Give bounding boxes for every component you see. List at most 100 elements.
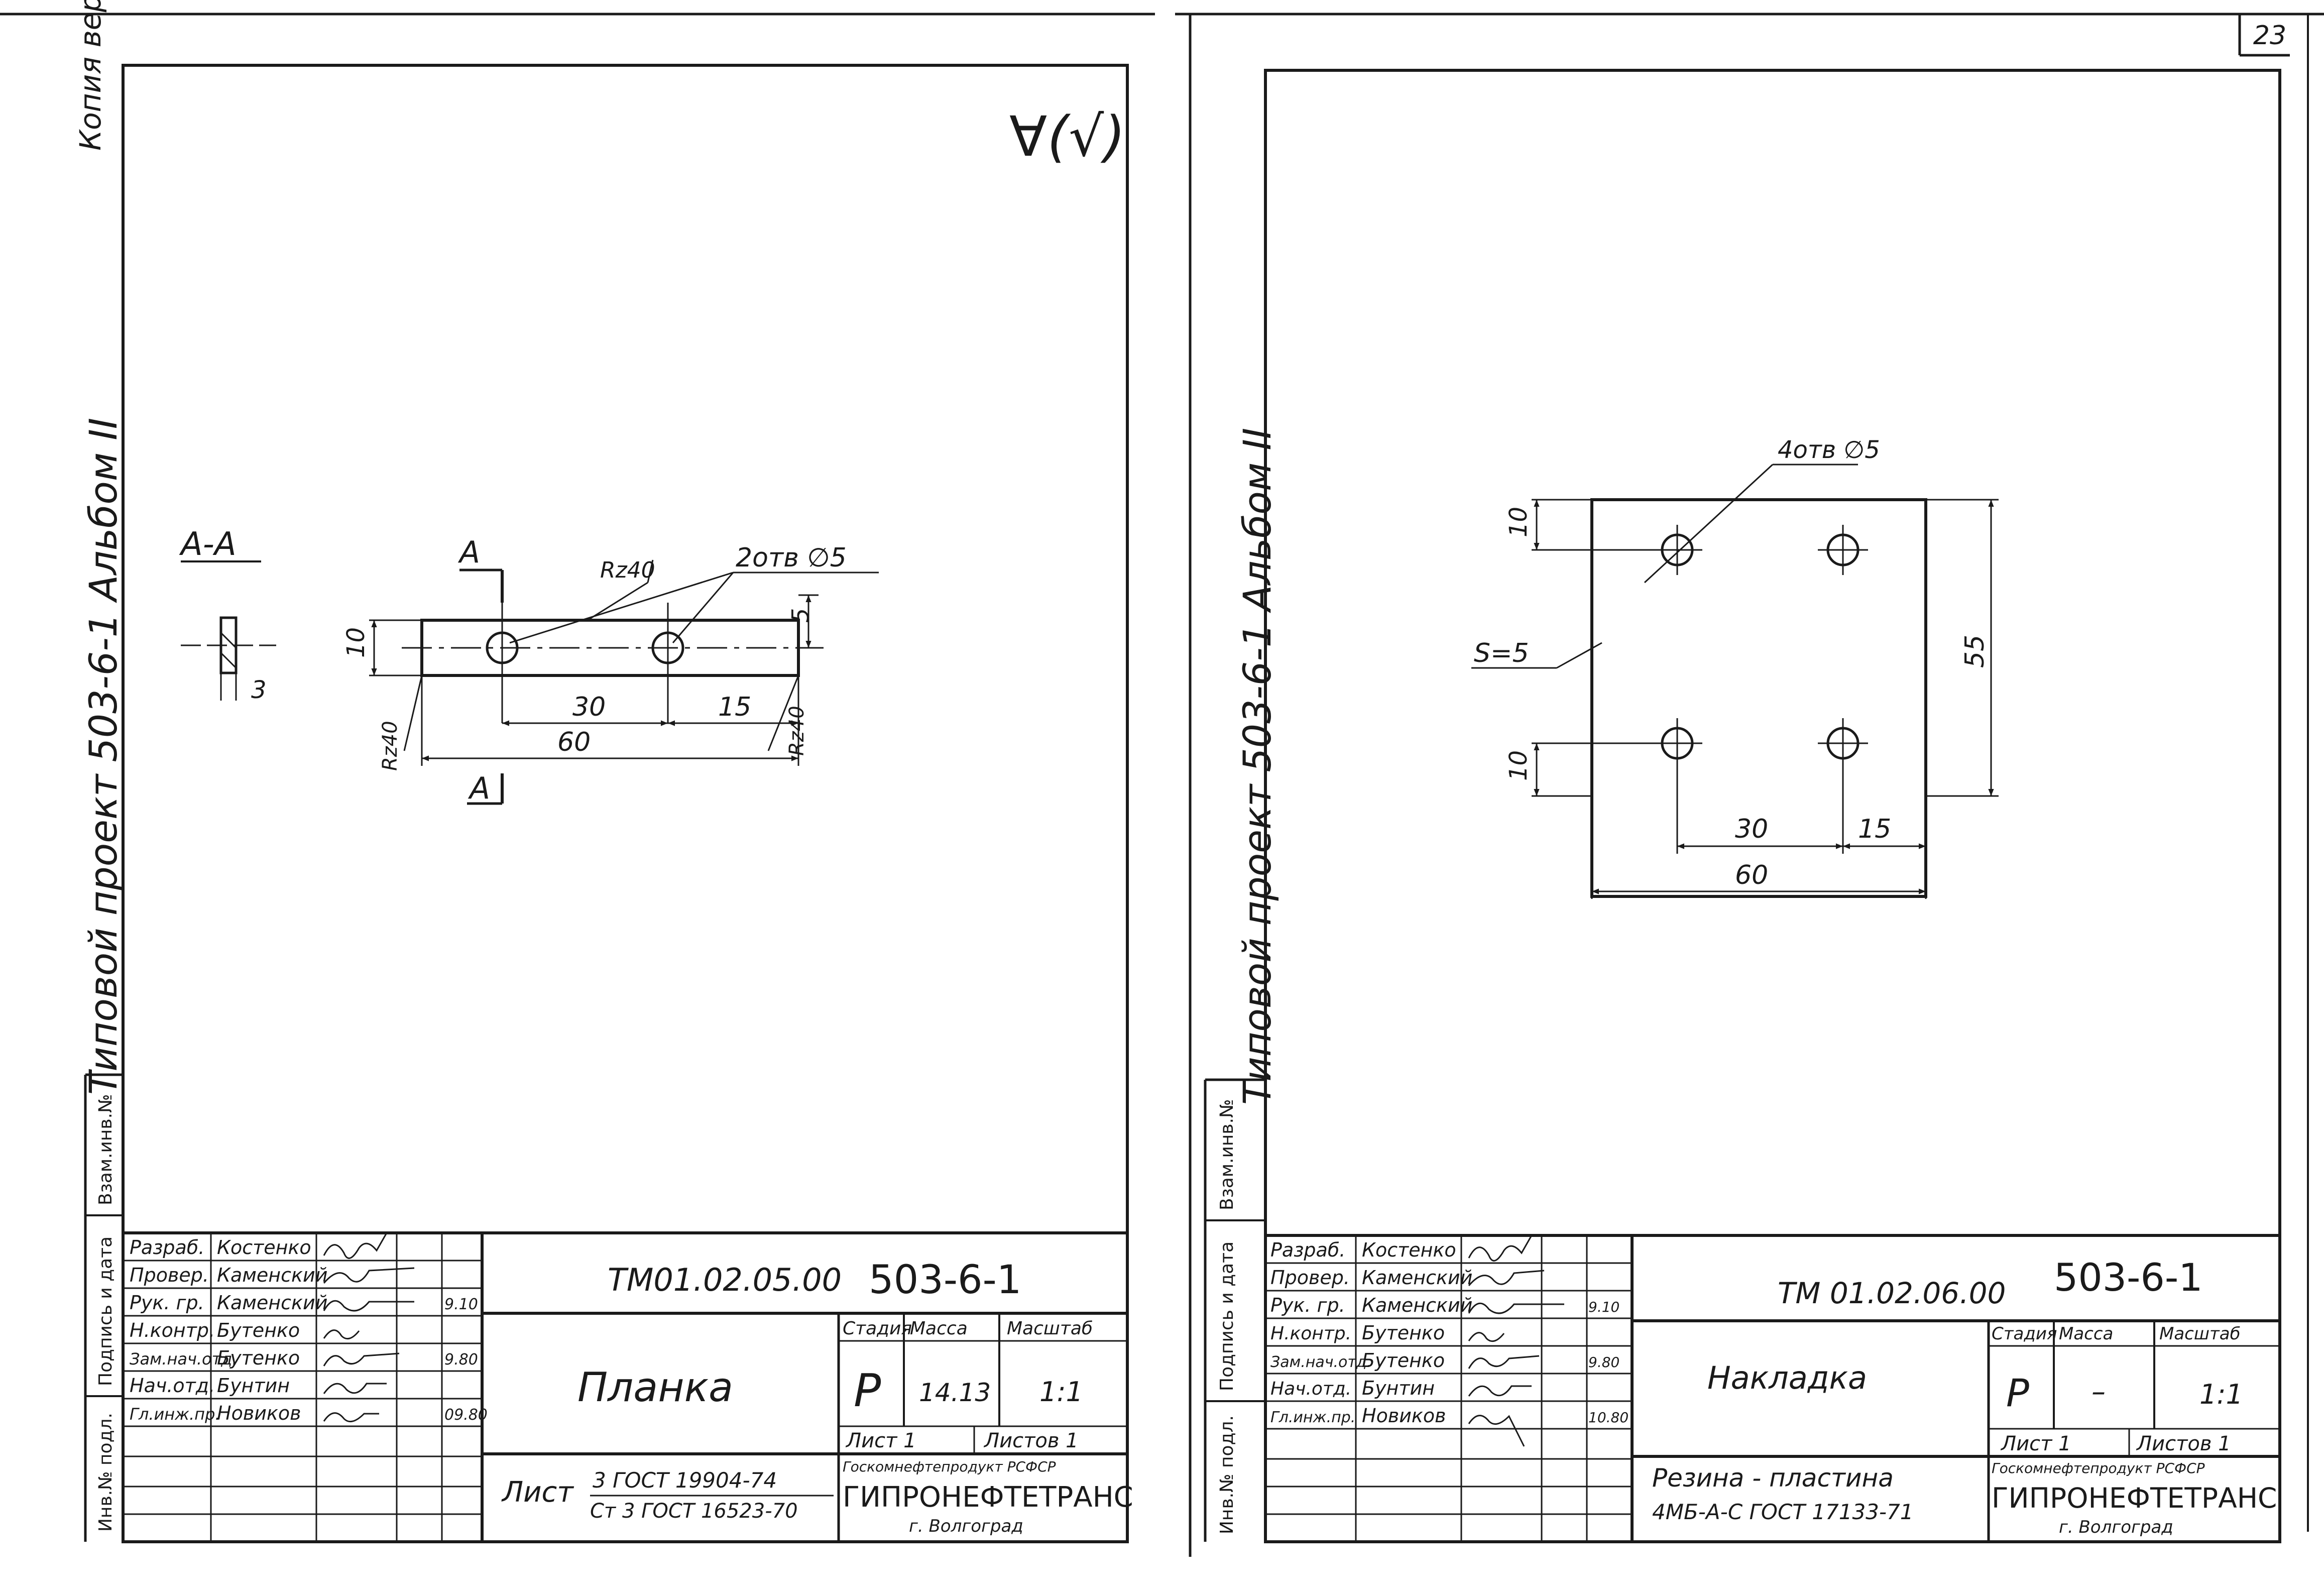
- stamp-cell-sign-r: Подпись и дата: [1217, 1241, 1237, 1391]
- stage-header-r: Стадия: [1992, 1324, 2057, 1344]
- stamp-cell-replace: Взам.инв.№: [95, 1094, 116, 1205]
- stage-value-r: Р: [2006, 1371, 2029, 1415]
- scale-value-r: 1:1: [2199, 1379, 2243, 1410]
- project-label: Типовой проект 503-6-1 Альбом II: [81, 418, 126, 1095]
- right-margin-strip: Типовой проект 503-6-1 Альбом II Взам.ин…: [1204, 428, 1280, 1542]
- project-code: 503-6-1: [869, 1258, 1021, 1303]
- stamp-cell-inv-r: Инв.№ подл.: [1217, 1415, 1237, 1534]
- org-city-r: г. Волгоград: [2059, 1517, 2173, 1537]
- role-4: Зам.нач.отд.: [130, 1349, 238, 1369]
- callout-4holes: 4отв ∅5: [1778, 436, 1880, 464]
- role-r3: Н.контр.: [1270, 1323, 1351, 1344]
- name-r1: Каменский: [1362, 1267, 1472, 1289]
- org-top-r: Госкомнефтепродукт РСФСР: [1992, 1460, 2205, 1476]
- sheets-total: Листов 1: [983, 1429, 1079, 1452]
- role-r0: Разраб.: [1270, 1239, 1345, 1261]
- callout-thickness: S=5: [1474, 638, 1529, 668]
- date-r4: 9.80: [1588, 1354, 1619, 1371]
- stage-value: Р: [854, 1364, 881, 1417]
- name-6: Новиков: [217, 1402, 301, 1424]
- date-2: 9.10: [444, 1296, 478, 1313]
- scale-header: Масштаб: [1007, 1318, 1093, 1339]
- scale-value: 1:1: [1039, 1376, 1083, 1408]
- dim-pitch-r: 30: [1735, 814, 1768, 844]
- material-bottom-r: 4МБ-А-С ГОСТ 17133-71: [1652, 1500, 1914, 1524]
- name-r0: Костенко: [1362, 1239, 1456, 1261]
- roughness-symbol: ∀(√): [1009, 104, 1125, 169]
- scale-header-r: Масштаб: [2159, 1324, 2241, 1344]
- role-0: Разраб.: [130, 1236, 204, 1259]
- role-5: Нач.отд.: [130, 1375, 215, 1397]
- name-2: Каменский: [217, 1292, 327, 1314]
- material-bottom: Ст 3 ГОСТ 16523-70: [590, 1500, 798, 1523]
- role-r4: Зам.нач.отд.: [1270, 1353, 1371, 1371]
- part-name-r: Накладка: [1707, 1359, 1867, 1396]
- stamp-cell-inv: Инв.№ подл.: [95, 1413, 116, 1532]
- callout-holes: 2отв ∅5: [736, 543, 847, 573]
- right-title-block: Разраб. Провер. Рук. гр. Н.контр. Зам.на…: [1265, 1234, 2280, 1542]
- name-r5: Бунтин: [1362, 1377, 1435, 1399]
- role-r2: Рук. гр.: [1270, 1294, 1345, 1316]
- org-name-r: ГИПРОНЕФТЕТРАНС: [1992, 1482, 2277, 1514]
- role-r1: Провер.: [1270, 1267, 1350, 1289]
- cut-a-bottom: А: [468, 771, 490, 806]
- stage-header: Стадия: [843, 1318, 912, 1339]
- name-r6: Новиков: [1362, 1405, 1446, 1427]
- signatures: [323, 1232, 415, 1423]
- left-title-block: Разраб. Провер. Рук. гр. Н.контр. Зам.на…: [123, 1231, 1133, 1542]
- sheet-number-r: Лист 1: [2000, 1432, 2071, 1455]
- dim-edge: 5: [787, 608, 814, 623]
- dim-width-r: 60: [1735, 860, 1768, 890]
- dim-bottom: 10: [1504, 750, 1533, 781]
- designation-r: ТМ 01.02.06.00: [1778, 1276, 2006, 1310]
- dim-end: 15: [718, 692, 751, 722]
- mass-header-r: Масса: [2059, 1324, 2113, 1344]
- signatures-right: [1468, 1235, 1564, 1447]
- mass-value-r: –: [2091, 1376, 2106, 1408]
- mass-header: Масса: [910, 1318, 968, 1339]
- right-frame: [1264, 69, 2281, 1543]
- name-5: Бунтин: [217, 1375, 290, 1397]
- name-3: Бутенко: [217, 1319, 300, 1341]
- name-0: Костенко: [217, 1236, 311, 1259]
- org-top: Госкомнефтепродукт РСФСР: [843, 1458, 1056, 1475]
- date-6: 09.80: [444, 1406, 488, 1424]
- part-name: Планка: [577, 1364, 733, 1411]
- date-r2: 9.10: [1588, 1299, 1619, 1315]
- left-sheet: Копия верна Типовой проект 503-6-1 Альбо…: [73, 0, 1133, 1543]
- copy-note: Копия верна: [73, 0, 107, 151]
- page-number: 23: [2253, 21, 2286, 51]
- role-3: Н.контр.: [130, 1319, 215, 1341]
- dim-top: 10: [1504, 507, 1533, 537]
- rz-right: Rz40: [785, 706, 808, 756]
- page-frame: 23: [0, 13, 2324, 1557]
- dim-end-r: 15: [1858, 814, 1891, 844]
- name-1: Каменский: [217, 1264, 327, 1286]
- sheet-number: Лист 1: [845, 1429, 916, 1452]
- name-4: Бутенко: [217, 1347, 300, 1369]
- project-label-right: Типовой проект 503-6-1 Альбом II: [1235, 428, 1280, 1105]
- org-city: г. Волгоград: [909, 1516, 1023, 1536]
- date-4: 9.80: [444, 1351, 478, 1369]
- designation: ТМ01.02.05.00: [608, 1262, 842, 1298]
- stamp-cell-sign: Подпись и дата: [95, 1236, 116, 1386]
- nakladka-part: 4отв ∅5 S=5 10 10 55 30 15: [1471, 436, 1999, 899]
- name-r3: Бутенко: [1362, 1322, 1445, 1344]
- sheets-total-r: Листов 1: [2136, 1432, 2231, 1455]
- left-frame: [122, 64, 1129, 1543]
- plate-outline: [1590, 498, 1927, 898]
- role-2: Рук. гр.: [130, 1292, 204, 1314]
- name-r2: Каменский: [1362, 1294, 1472, 1316]
- mass-value: 14.13: [919, 1378, 991, 1407]
- rz-left: Rz40: [379, 721, 402, 771]
- section-dim: 3: [251, 676, 267, 704]
- material-top-r: Резина - пластина: [1652, 1463, 1894, 1493]
- callout-roughness: Rz40: [600, 557, 655, 583]
- dim-height-r: 55: [1960, 635, 1990, 668]
- right-sheet: Типовой проект 503-6-1 Альбом II Взам.ин…: [1204, 69, 2281, 1543]
- role-r5: Нач.отд.: [1270, 1379, 1351, 1399]
- cut-a-top: А: [457, 535, 480, 570]
- stamp-cell-replace-r: Взам.инв.№: [1217, 1099, 1237, 1210]
- org-name: ГИПРОНЕФТЕТРАНС: [843, 1481, 1133, 1514]
